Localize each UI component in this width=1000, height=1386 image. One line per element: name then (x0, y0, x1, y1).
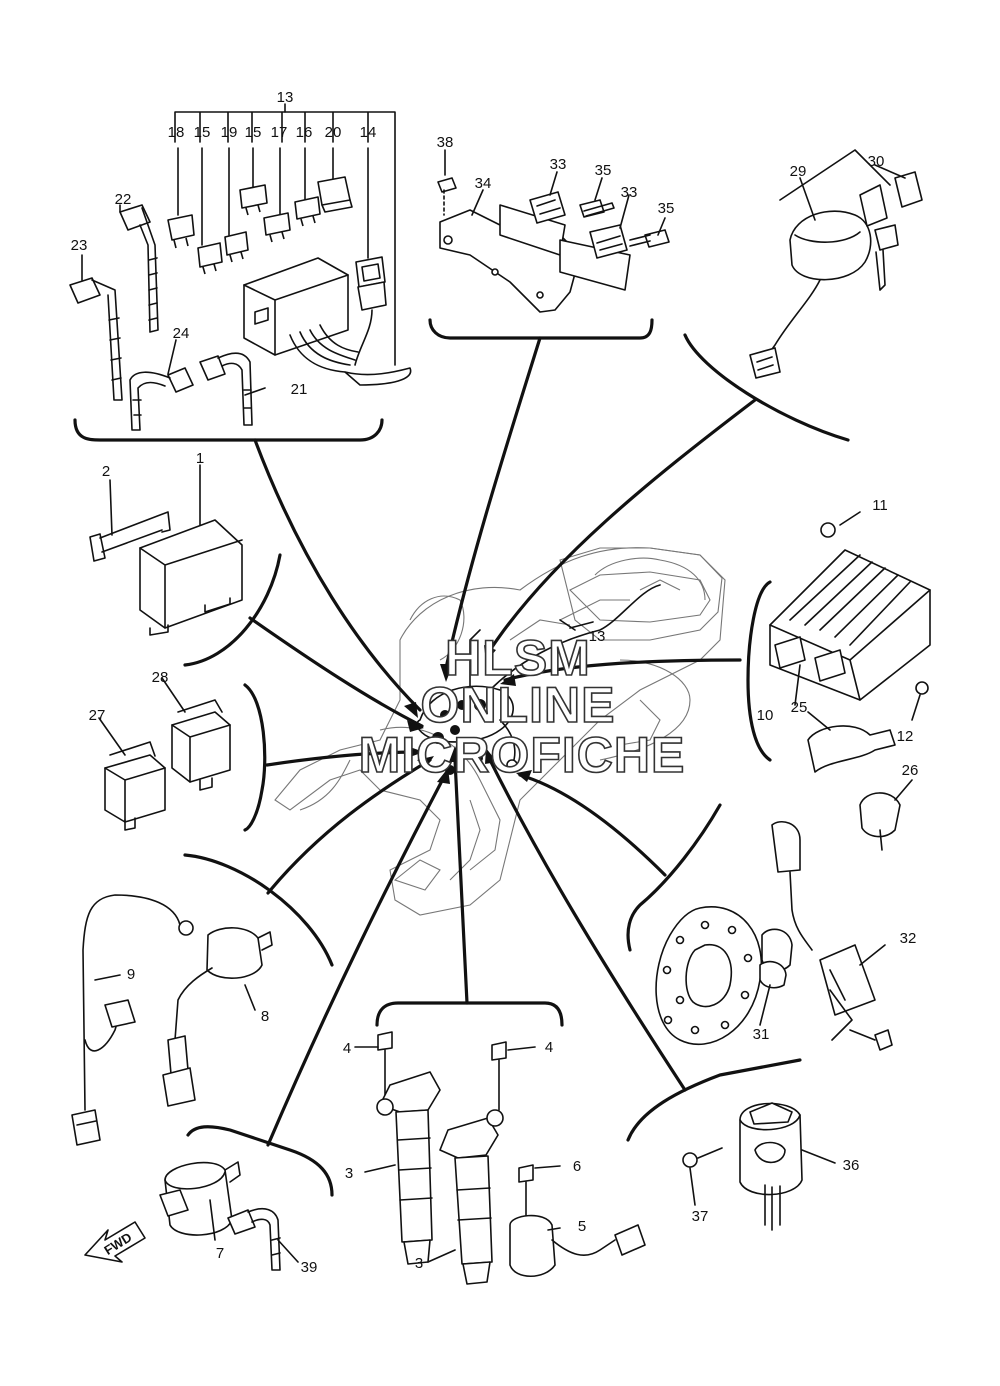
callout-19: 19 (221, 124, 238, 141)
speed-sensor-group (682, 1102, 836, 1231)
callout-numbers: 1 2 3 3 4 4 5 6 7 8 9 10 11 12 13 13 14 … (71, 89, 919, 1276)
callout-39: 39 (301, 1259, 318, 1276)
callout-4: 4 (545, 1039, 553, 1056)
main-wire-harness (416, 584, 661, 775)
callout-36: 36 (843, 1157, 860, 1174)
callout-21: 21 (291, 381, 308, 398)
callout-7: 7 (216, 1245, 224, 1262)
callout-22: 22 (115, 191, 132, 208)
callout-8: 8 (261, 1008, 269, 1025)
leader-lines (248, 336, 757, 1147)
callout-2: 2 (102, 463, 110, 480)
callout-33: 33 (621, 184, 638, 201)
callout-27: 27 (89, 707, 106, 724)
callout-6: 6 (573, 1158, 581, 1175)
callout-16: 16 (296, 124, 313, 141)
callout-28: 28 (152, 669, 169, 686)
ignition-coil-group (354, 1031, 646, 1285)
callout-13: 13 (277, 89, 294, 106)
callout-32: 32 (900, 930, 917, 947)
callout-38: 38 (437, 134, 454, 151)
callout-9: 9 (127, 966, 135, 983)
callout-33: 33 (550, 156, 567, 173)
watermark: HLSM ONLINE MICROFICHE (358, 629, 686, 784)
callout-35: 35 (658, 200, 675, 217)
callout-30: 30 (868, 153, 885, 170)
callout-24: 24 (173, 325, 190, 342)
callout-12: 12 (897, 728, 914, 745)
pickup-sensor-group (655, 821, 893, 1051)
callout-23: 23 (71, 237, 88, 254)
callout-25: 25 (791, 699, 808, 716)
callout-34: 34 (475, 175, 492, 192)
ecu-group (89, 464, 243, 636)
callout-37: 37 (692, 1208, 709, 1225)
callout-3: 3 (345, 1165, 353, 1182)
callout-14: 14 (360, 124, 377, 141)
callout-3: 3 (415, 1255, 423, 1272)
harness-leader (569, 621, 594, 629)
callout-15: 15 (245, 124, 262, 141)
watermark-line-1: HLSM (445, 630, 591, 686)
callout-10: 10 (757, 707, 774, 724)
callout-17: 17 (271, 124, 288, 141)
watermark-line-3: MICROFICHE (359, 727, 686, 783)
pressure-switch-group (84, 1161, 299, 1271)
callout-15: 15 (194, 124, 211, 141)
rectifier-regulator-group (769, 511, 931, 851)
relay-bracket-group (437, 149, 670, 313)
group-brackets (73, 318, 850, 1197)
wire-sensor-group (71, 894, 273, 1146)
relay-group (98, 677, 231, 831)
callout-4: 4 (343, 1040, 351, 1057)
callout-11: 11 (872, 497, 888, 514)
watermark-line-2: ONLINE (421, 677, 616, 733)
callout-5: 5 (578, 1218, 586, 1235)
fuse-box-group (69, 103, 412, 431)
callout-13: 13 (589, 628, 606, 645)
callout-31: 31 (753, 1026, 770, 1043)
main-switch-group (749, 149, 923, 379)
callout-35: 35 (595, 162, 612, 179)
callout-18: 18 (168, 124, 185, 141)
callout-26: 26 (902, 762, 919, 779)
callout-20: 20 (325, 124, 342, 141)
callout-1: 1 (196, 450, 204, 467)
callout-29: 29 (790, 163, 807, 180)
